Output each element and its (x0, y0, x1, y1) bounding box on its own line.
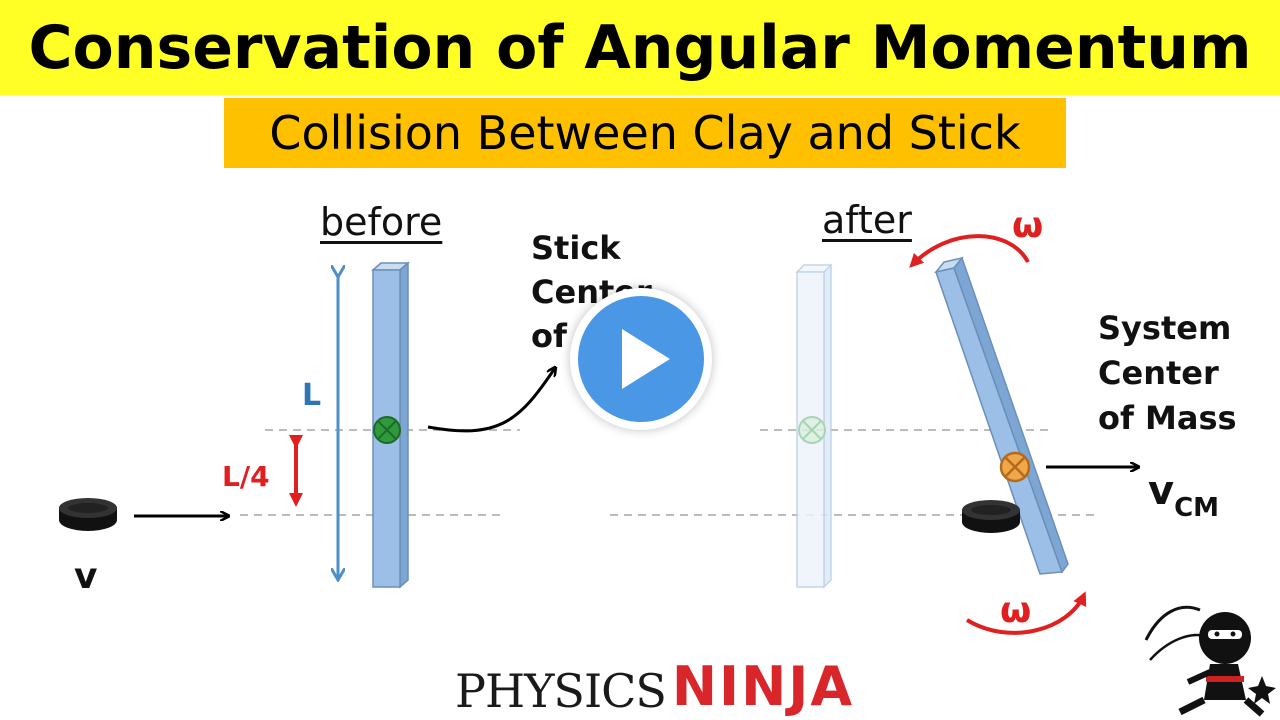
system-com-label-line3: of Mass (1098, 399, 1237, 437)
clay-puck-after (962, 500, 1020, 533)
omega-arrow-bottom (965, 591, 1087, 635)
page-title: Conservation of Angular Momentum (28, 12, 1252, 83)
offset-label: L/4 (222, 460, 270, 493)
brand-logo: PHYSICS NINJA (455, 655, 854, 718)
system-com-label: System Center of Mass (1098, 306, 1237, 441)
title-banner: Conservation of Angular Momentum (0, 0, 1280, 95)
clay-puck-before (59, 498, 117, 531)
stick-com-pointer-arrow (427, 368, 555, 433)
brand-part1: PHYSICS (455, 664, 667, 718)
velocity-label: v (74, 556, 98, 597)
system-com-label-line1: System (1098, 309, 1232, 347)
vcm-subscript: CM (1174, 493, 1220, 523)
vcm-main: v (1148, 468, 1175, 514)
after-label: after (822, 198, 912, 242)
omega-label-top: ω (1012, 205, 1044, 246)
before-label: before (320, 200, 443, 244)
play-icon (622, 329, 670, 389)
stick-com-label-line1: Stick (531, 229, 621, 267)
stick-com-label-line3: of (531, 317, 567, 355)
system-center-of-mass-marker (999, 451, 1031, 483)
page-subtitle: Collision Between Clay and Stick (269, 106, 1021, 160)
play-button[interactable] (570, 288, 712, 430)
subtitle-banner: Collision Between Clay and Stick (224, 98, 1066, 168)
vcm-label: vCM (1148, 468, 1219, 523)
omega-arrow-top (909, 234, 1030, 268)
stick-original-position-ghost (795, 263, 833, 589)
system-com-label-line2: Center (1098, 354, 1219, 392)
brand-part2: NINJA (671, 655, 855, 718)
ninja-mascot-icon (1144, 605, 1276, 717)
stick-center-of-mass-marker (373, 416, 401, 444)
stick-after-rotated (934, 256, 1069, 575)
length-label: L (302, 378, 322, 413)
omega-label-bottom: ω (1000, 590, 1032, 631)
